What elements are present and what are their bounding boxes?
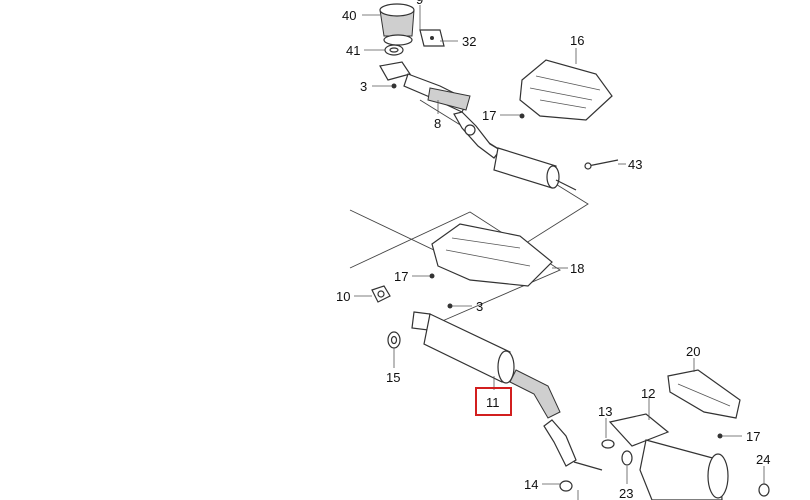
- callout-11: 11: [486, 395, 500, 410]
- callout-8: 8: [434, 116, 441, 131]
- intermediate-pipe: [509, 369, 603, 471]
- callout-41: 41: [346, 43, 360, 58]
- gasket-41: [384, 44, 404, 56]
- callout-18: 18: [570, 261, 584, 276]
- heat-shield-18: [431, 223, 553, 287]
- callout-16: 16: [570, 33, 584, 48]
- callout-17-lower: 17: [746, 429, 760, 444]
- heat-shield-16: [519, 59, 613, 121]
- callout-23: 23: [619, 486, 633, 500]
- hanger-23: [621, 450, 633, 466]
- hanger-15: [387, 331, 401, 349]
- callout-15: 15: [386, 370, 400, 385]
- leader-lines: [354, 5, 765, 500]
- rear-muffler-12: [608, 413, 729, 500]
- nuts: [391, 83, 723, 439]
- clamp-14: [559, 480, 573, 492]
- callout-43: 43: [628, 157, 642, 172]
- callout-12: 12: [641, 386, 655, 401]
- callout-3-upper: 3: [360, 79, 367, 94]
- tip-24: [758, 483, 770, 497]
- highlight-box-11: [475, 387, 512, 416]
- callout-14: 14: [524, 477, 538, 492]
- bracket-32: [419, 29, 445, 47]
- callout-32: 32: [462, 34, 476, 49]
- callout-24: 24: [756, 452, 770, 467]
- callout-13: 13: [598, 404, 612, 419]
- gasket-10: [371, 285, 391, 303]
- callout-3-lower: 3: [476, 299, 483, 314]
- heat-shield-20: [667, 369, 741, 419]
- catalytic-converter-40: [379, 3, 415, 46]
- callout-17-middle: 17: [394, 269, 408, 284]
- callout-17-upper: 17: [482, 108, 496, 123]
- center-muffler-11: [411, 311, 515, 384]
- gasket-13: [601, 439, 615, 449]
- callout-9: 9: [416, 0, 423, 7]
- center-muffler-top: [493, 147, 577, 191]
- front-pipe-8: [379, 61, 501, 159]
- callout-10: 10: [336, 289, 350, 304]
- callouts: 40 9 32 41 16 3 17 8 43 17 18 10 3 15 20…: [336, 0, 770, 500]
- callout-20: 20: [686, 344, 700, 359]
- sensor-43: [584, 159, 619, 170]
- callout-40: 40: [342, 8, 356, 23]
